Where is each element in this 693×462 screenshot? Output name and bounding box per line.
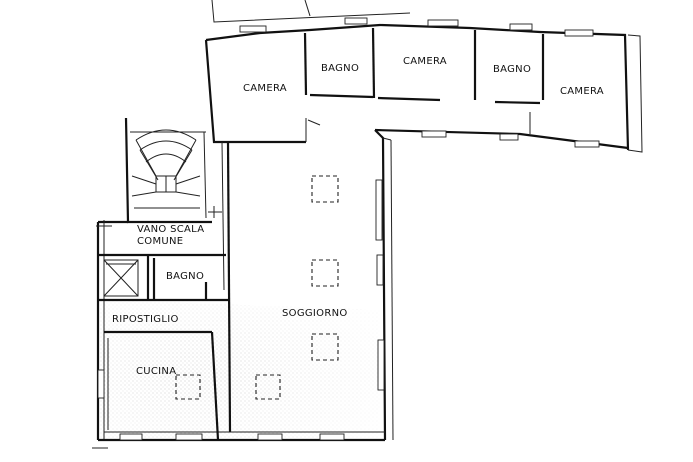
- room-label-camera-2: CAMERA: [403, 56, 447, 67]
- room-label-soggiorno: SOGGIORNO: [282, 308, 348, 319]
- exterior-walls: [92, 0, 643, 449]
- staircase: [131, 129, 201, 209]
- room-label-bagno-2: BAGNO: [493, 64, 531, 75]
- room-label-vano-scala: VANO SCALA: [137, 224, 204, 235]
- windows: [97, 17, 600, 441]
- room-label-camera-1: CAMERA: [243, 83, 287, 94]
- room-label-bagno-1: BAGNO: [321, 63, 359, 74]
- room-label-ripostiglio: RIPOSTIGLIO: [112, 314, 179, 325]
- room-label-camera-3: CAMERA: [560, 86, 604, 97]
- door-arrows: [96, 206, 222, 232]
- room-label-cucina: CUCINA: [136, 366, 176, 377]
- room-label-bagno-3: BAGNO: [166, 271, 204, 282]
- interior-walls: [98, 27, 545, 441]
- room-label-comune: COMUNE: [137, 236, 183, 247]
- ceiling-markers: [175, 175, 339, 400]
- scan-shading: [100, 300, 380, 440]
